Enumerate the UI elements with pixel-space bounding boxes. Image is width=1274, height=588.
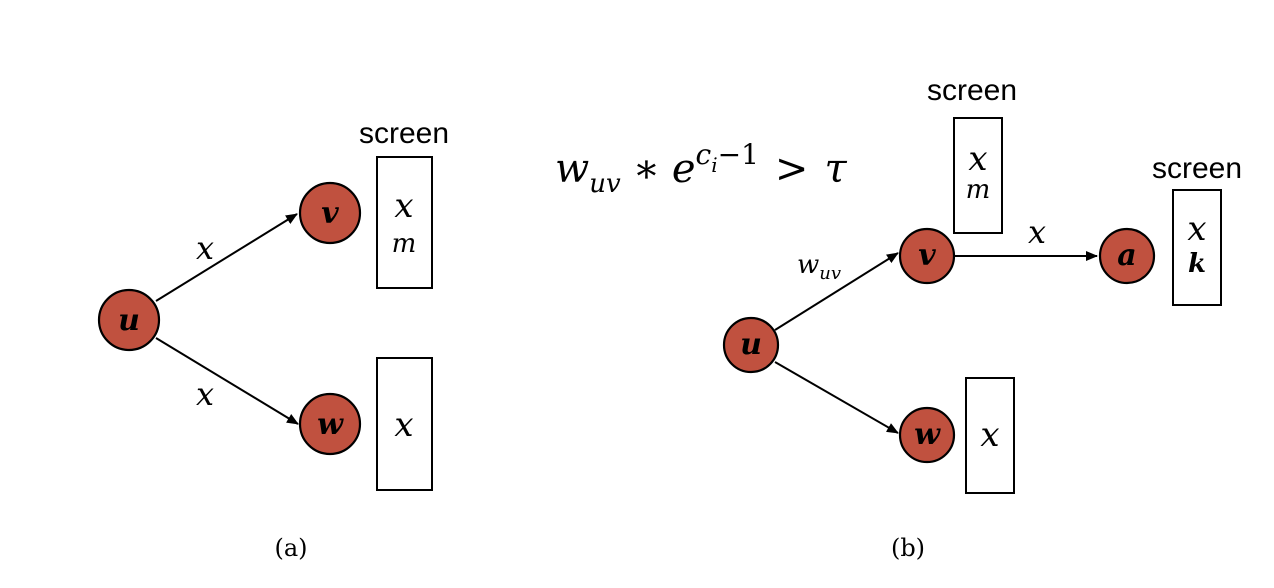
screen-box-w-b [965,377,1015,494]
screen-v-line1: x [394,186,413,226]
node-w-b: w [898,406,956,464]
screen-box-w [376,357,433,491]
edge-label-uv: x [196,229,214,267]
edge-u-w-b [774,361,899,434]
edge-u-w [155,337,299,425]
node-v-label: v [321,196,339,231]
caption-b: (b) [891,534,925,562]
screen-v-line2: m [392,229,417,259]
screen-box-a-b [1172,189,1222,306]
threshold-formula: wuv∗eci−1>τ [555,138,847,199]
node-w: w [298,392,362,456]
screen-a-b-line2: k [1188,249,1206,279]
screen-v-b-line2: m [966,175,991,205]
edge-u-v-b [774,252,899,331]
node-v-b-label: v [918,238,936,273]
node-w-b-label: w [914,417,941,452]
screen-title-a: screen [359,117,449,150]
node-a-b: a [1098,227,1156,285]
node-a-b-label: a [1117,238,1136,273]
panel-b: wuv∗eci−1>τ wuv x u v w a screen x m [555,74,1242,562]
screen-title-v-b: screen [927,74,1017,107]
screen-w-b-line1: x [980,415,999,455]
screen-box-v-b [953,117,1003,234]
node-u: u [97,288,161,352]
node-u-b: u [722,316,780,374]
edge-label-uv-b: wuv [797,250,841,284]
screen-w-line1: x [394,405,413,445]
node-u-b-label: u [740,327,762,362]
edge-u-v [155,213,298,302]
node-w-label: w [317,407,344,442]
edge-label-uw: x [196,375,214,413]
node-v-b: v [898,227,956,285]
caption-a: (a) [274,534,307,562]
screen-v-b-line1: x [968,139,987,179]
panel-a: x x u v w screen x m x (a) [97,117,449,562]
screen-a-b-line1: x [1187,209,1206,249]
node-v: v [298,181,362,245]
screen-title-a-b: screen [1152,152,1242,185]
screen-box-v [376,156,433,289]
edge-label-va: x [1028,213,1046,251]
node-u-label: u [118,303,140,338]
